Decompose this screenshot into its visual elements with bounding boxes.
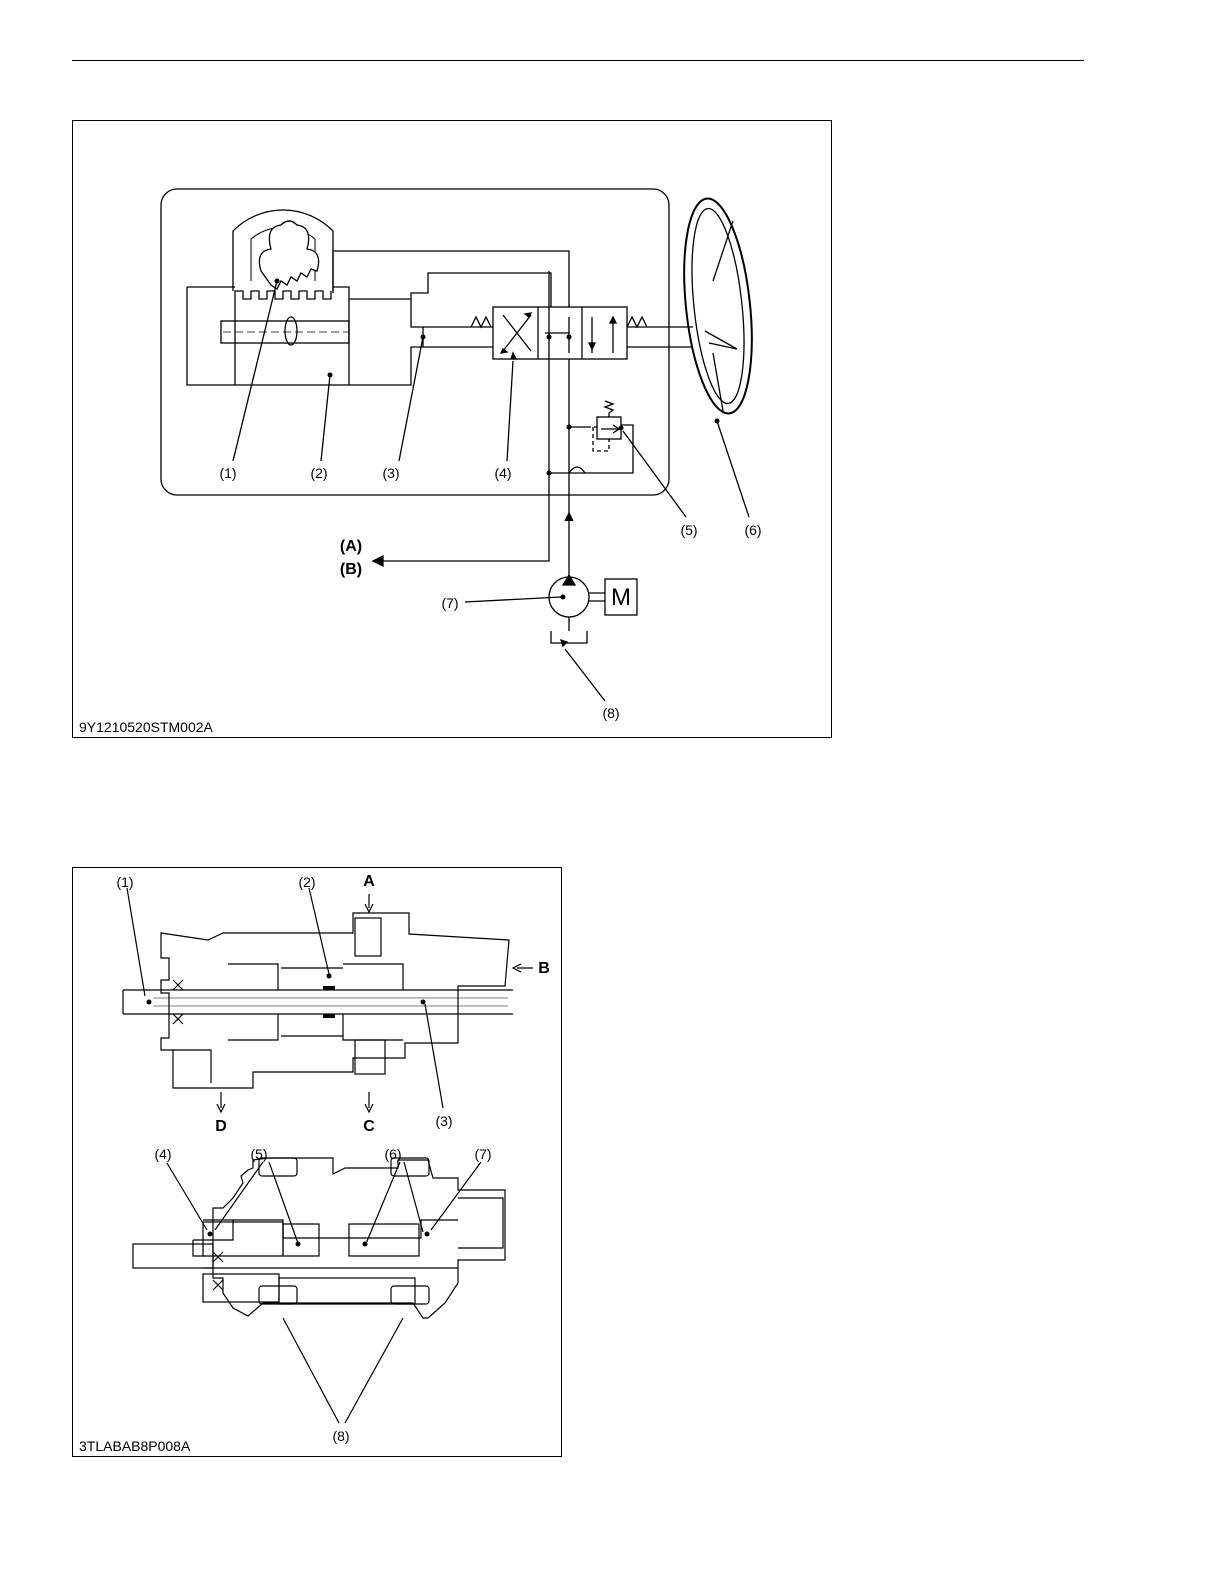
port-a-label: A — [363, 873, 375, 891]
callout-5: (5) — [250, 1146, 267, 1162]
port-c-label: C — [363, 1118, 375, 1136]
callout-6: (6) — [384, 1146, 401, 1162]
port-a-label: (A) — [340, 538, 362, 556]
port-d-label: D — [215, 1118, 227, 1136]
callout-1: (1) — [116, 874, 133, 890]
callout-8: (8) — [332, 1428, 349, 1444]
callout-6: (6) — [744, 522, 761, 538]
callout-1: (1) — [219, 465, 236, 481]
callout-3: (3) — [382, 465, 399, 481]
callout-2: (2) — [298, 874, 315, 890]
callout-7: (7) — [441, 595, 458, 611]
callout-5: (5) — [680, 522, 697, 538]
steering-schematic-drawing — [73, 121, 831, 737]
callout-3: (3) — [435, 1113, 452, 1129]
callout-4: (4) — [494, 465, 511, 481]
callout-4: (4) — [154, 1146, 171, 1162]
steering-schematic-figure: (1) (2) (3) (4) (5) (6) (7) (8) (A) (B) … — [72, 120, 832, 738]
callout-2: (2) — [310, 465, 327, 481]
figure-code: 3TLABAB8P008A — [79, 1438, 190, 1454]
callout-7: (7) — [474, 1146, 491, 1162]
port-b-label: B — [538, 960, 550, 978]
valve-section-drawing — [73, 868, 561, 1456]
valve-section-figure: (1) (2) (3) (4) (5) (6) (7) (8) A B C D … — [72, 867, 562, 1457]
port-b-label: (B) — [340, 561, 362, 579]
header-rule — [72, 60, 1084, 61]
figure-code: 9Y1210520STM002A — [79, 719, 213, 735]
motor-symbol: M — [611, 584, 631, 612]
callout-8: (8) — [602, 705, 619, 721]
